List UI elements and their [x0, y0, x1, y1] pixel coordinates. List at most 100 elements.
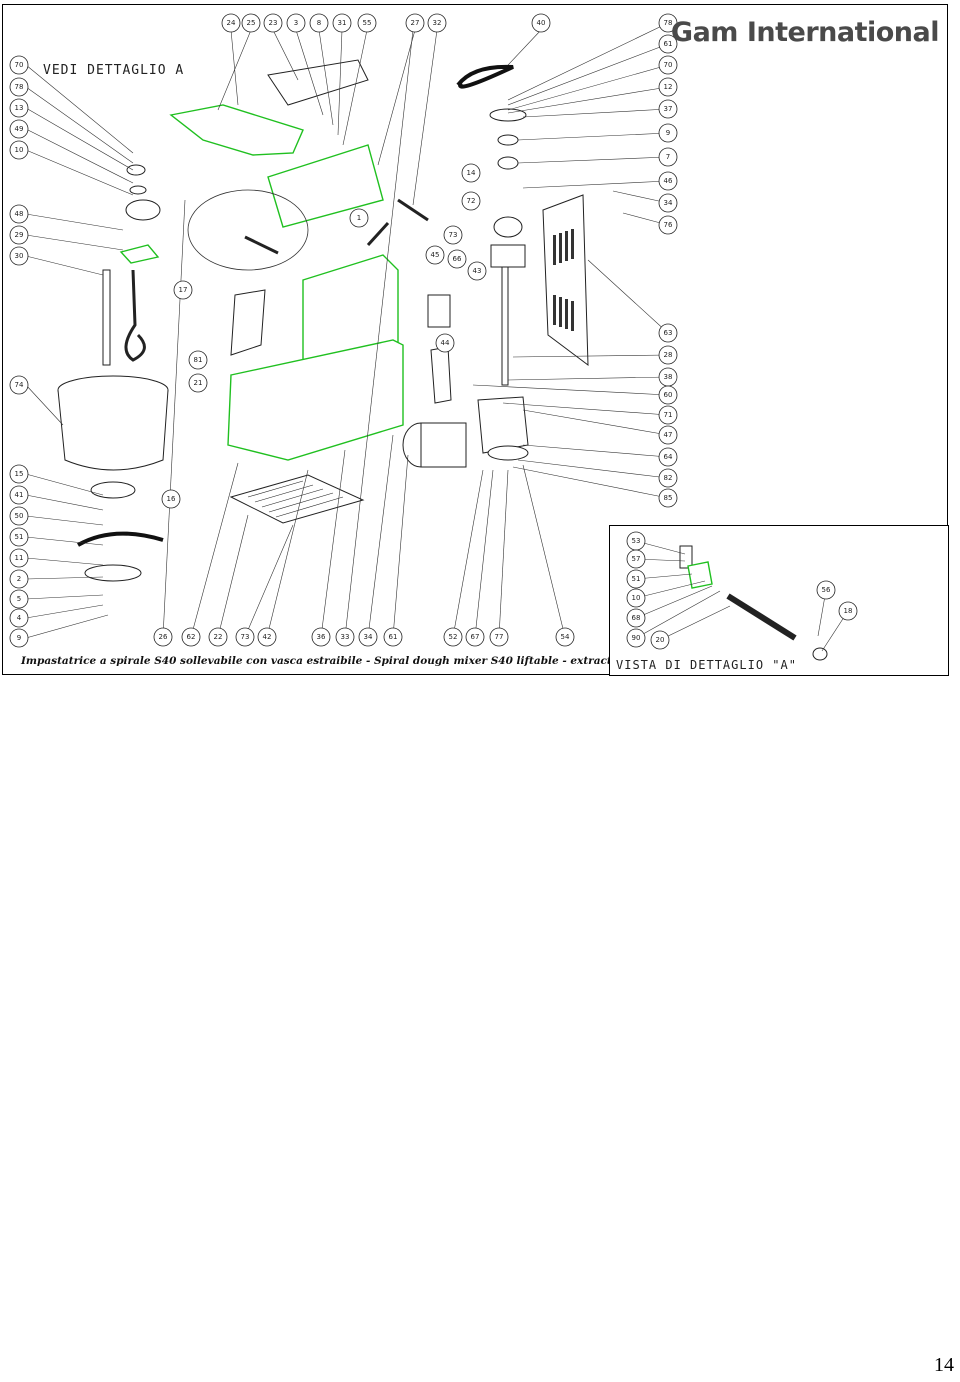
callout: 74	[9, 375, 29, 395]
callout: 2	[9, 569, 29, 589]
svg-text:30: 30	[15, 252, 24, 260]
svg-text:70: 70	[15, 61, 24, 69]
callout: 57	[626, 549, 646, 569]
svg-text:10: 10	[15, 146, 24, 154]
callout: 12	[658, 77, 678, 97]
bowl-belt	[77, 531, 164, 547]
top-pulley	[489, 108, 527, 122]
callout: 11	[9, 548, 29, 568]
svg-text:48: 48	[15, 210, 24, 218]
callout: 62	[181, 627, 201, 647]
svg-text:61: 61	[389, 633, 398, 641]
svg-text:9: 9	[666, 129, 670, 137]
svg-text:85: 85	[664, 494, 673, 502]
callout: 36	[311, 627, 331, 647]
callout: 76	[658, 215, 678, 235]
callout: 25	[241, 13, 261, 33]
callout: 46	[658, 171, 678, 191]
callout: 28	[658, 345, 678, 365]
side-bracket-part	[230, 289, 266, 356]
svg-text:77: 77	[495, 633, 504, 641]
callout: 8	[309, 13, 329, 33]
svg-text:53: 53	[632, 537, 641, 545]
svg-text:24: 24	[227, 19, 236, 27]
svg-text:61: 61	[664, 40, 673, 48]
callout: 24	[221, 13, 241, 33]
svg-text:14: 14	[467, 169, 476, 177]
svg-text:71: 71	[664, 411, 673, 419]
inset-pin-part	[679, 545, 693, 569]
washer-part	[129, 185, 147, 195]
callout: 9	[9, 628, 29, 648]
callout: 27	[405, 13, 425, 33]
callout: 10	[9, 140, 29, 160]
page-number: 14	[934, 1354, 954, 1376]
svg-text:9: 9	[17, 634, 21, 642]
rear-panel-part	[542, 194, 589, 367]
hub-part	[125, 199, 161, 221]
detail-a-ellipse	[187, 189, 309, 271]
svg-text:50: 50	[15, 512, 24, 520]
callout: 42	[257, 627, 277, 647]
svg-text:11: 11	[15, 554, 24, 562]
diagram-caption: Impastatrice a spirale S40 sollevabile c…	[21, 655, 668, 667]
svg-text:76: 76	[664, 221, 673, 229]
svg-text:27: 27	[411, 19, 420, 27]
svg-text:41: 41	[15, 491, 24, 499]
svg-text:31: 31	[338, 19, 347, 27]
spindle-housing	[490, 244, 526, 268]
callouts-bottom: 26 62 22 73 42 36 33 34 61 52 67 77 54	[153, 627, 575, 647]
svg-text:45: 45	[431, 251, 440, 259]
callout: 21	[188, 373, 208, 393]
bowl-guard-part	[169, 104, 304, 156]
svg-text:20: 20	[656, 636, 665, 644]
svg-text:16: 16	[167, 495, 176, 503]
bottom-grille-part	[229, 474, 365, 524]
svg-text:18: 18	[844, 607, 853, 615]
callouts-left: 70 78 13 49 10 48 29 30 74 15 41 50 51 1…	[9, 55, 29, 648]
svg-text:42: 42	[263, 633, 272, 641]
callout: 40	[531, 13, 551, 33]
callout: 20	[650, 630, 670, 650]
callout: 23	[263, 13, 283, 33]
callout: 78	[9, 77, 29, 97]
callout: 41	[9, 485, 29, 505]
svg-text:38: 38	[664, 373, 673, 381]
svg-text:73: 73	[241, 633, 250, 641]
svg-text:47: 47	[664, 431, 673, 439]
spindle-pulley	[493, 216, 523, 238]
svg-text:36: 36	[317, 633, 326, 641]
svg-text:44: 44	[441, 339, 450, 347]
svg-text:23: 23	[269, 19, 278, 27]
callout: 70	[658, 55, 678, 75]
callout: 60	[658, 385, 678, 405]
spiral-hook-part	[124, 269, 146, 362]
svg-text:13: 13	[15, 104, 24, 112]
svg-text:34: 34	[664, 199, 673, 207]
callout: 49	[9, 119, 29, 139]
exploded-diagram-frame: 70 78 13 49 10 48 29 30 74 15 41 50 51 1…	[2, 4, 949, 676]
nut-part	[126, 164, 146, 176]
svg-text:56: 56	[822, 586, 831, 594]
callout: 7	[658, 147, 678, 167]
callout: 51	[9, 527, 29, 547]
callout: 70	[9, 55, 29, 75]
callouts-top: 24 25 23 3 8 31 55 27 32 40	[221, 13, 551, 33]
svg-text:22: 22	[214, 633, 223, 641]
svg-text:33: 33	[341, 633, 350, 641]
svg-text:63: 63	[664, 329, 673, 337]
svg-text:55: 55	[363, 19, 372, 27]
svg-text:21: 21	[194, 379, 203, 387]
inset-rod-part	[726, 593, 797, 641]
callout: 3	[286, 13, 306, 33]
svg-text:17: 17	[179, 286, 188, 294]
callout: 5	[9, 589, 29, 609]
callout: 68	[626, 608, 646, 628]
callout: 13	[9, 98, 29, 118]
spindle-part	[501, 259, 509, 386]
svg-text:57: 57	[632, 555, 641, 563]
svg-text:52: 52	[449, 633, 458, 641]
gearbox-part	[477, 396, 529, 454]
exploded-parts-diagram: 70 78 13 49 10 48 29 30 74 15 41 50 51 1…	[9, 13, 678, 648]
